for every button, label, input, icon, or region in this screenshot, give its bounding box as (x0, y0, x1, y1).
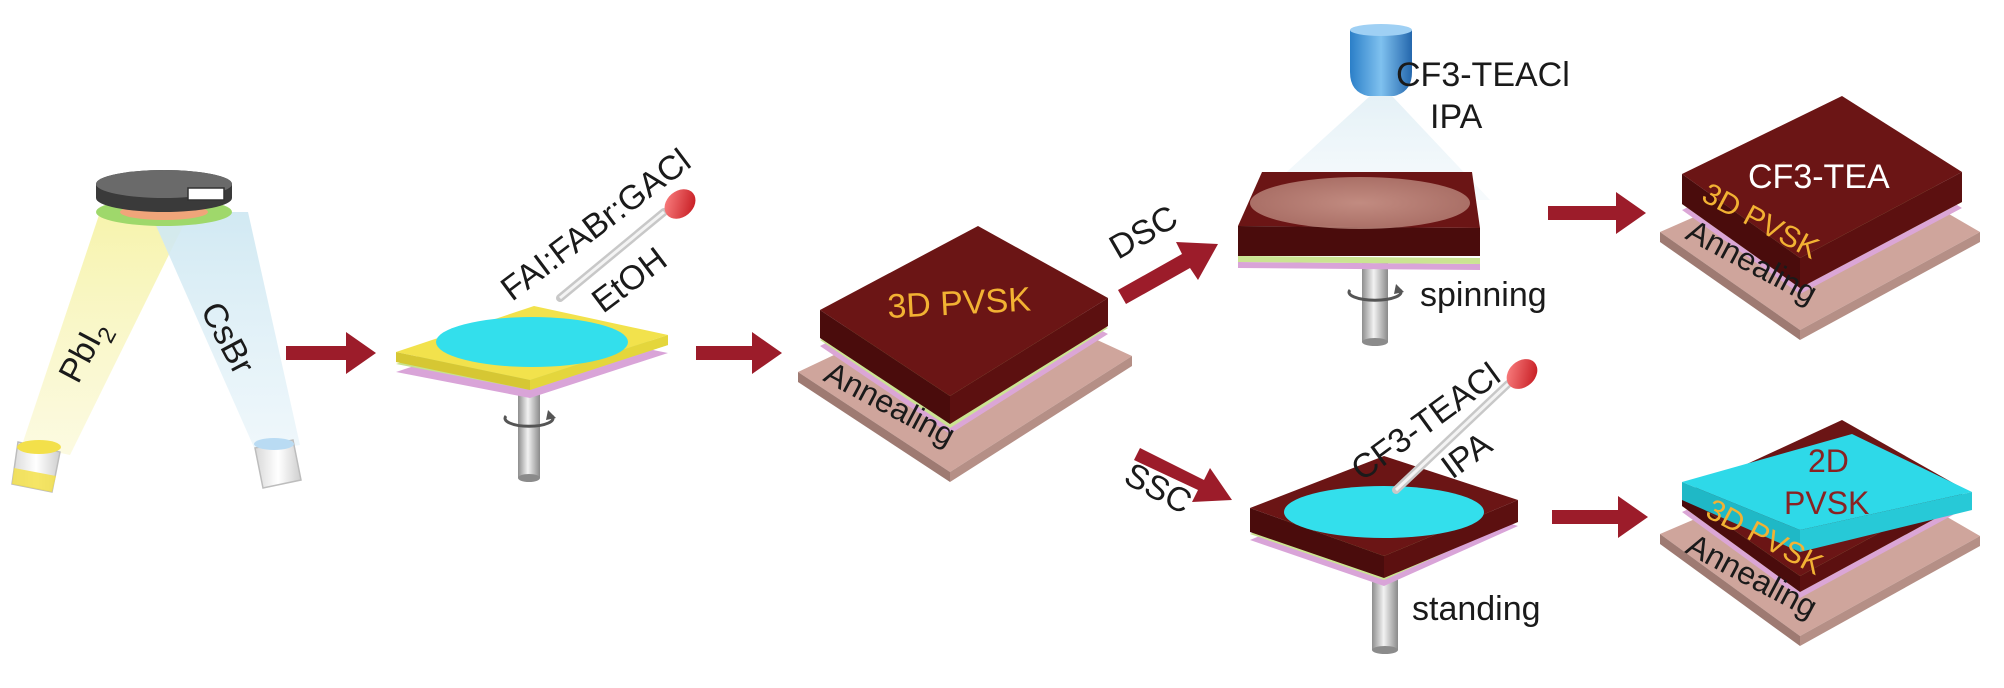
cf3-tea-label: CF3-TEA (1748, 158, 1890, 196)
pbi2-crucible-icon (11, 440, 61, 493)
dropped-film (1284, 486, 1484, 538)
spin-chuck-shaft (518, 390, 540, 478)
ssc-drop-standing-step: CF3-TEACl IPA standing (1250, 356, 1541, 654)
cf3-tea-layer-top (1682, 96, 1962, 258)
csbr-vapor-beam (150, 212, 300, 452)
rotation-arrow-icon (503, 415, 555, 428)
spray-solution-label: CF3-TEACl (1396, 56, 1570, 94)
annealed-3d-film-step: 3D PVSK Annealing (798, 226, 1132, 482)
spray-solvent-label: IPA (1430, 98, 1483, 136)
dsc-arrow (1118, 242, 1218, 304)
standing-label: standing (1412, 590, 1541, 628)
dsc-spray-spinning-step: CF3-TEACl IPA spinning (1238, 24, 1570, 346)
sprayed-film (1250, 177, 1470, 229)
process-arrow-4 (1552, 496, 1648, 538)
process-arrow-2 (696, 332, 782, 374)
csbr-crucible-icon (254, 438, 302, 489)
spin-chuck-shaft (1362, 262, 1388, 342)
pvsk-label: PVSK (1784, 485, 1869, 521)
process-arrow-3 (1548, 192, 1646, 234)
spinning-label: spinning (1420, 276, 1547, 314)
drop-solution-label: CF3-TEACl (1344, 356, 1507, 489)
result-cf3-tea-stack: CF3-TEA 3D PVSK Annealing (1660, 96, 1980, 340)
standing-chuck-shaft (1372, 574, 1398, 650)
pipette-icon (1392, 359, 1538, 494)
2d-label: 2D (1808, 443, 1849, 479)
3d-pvsk-layer-top (820, 226, 1108, 396)
dsc-label: DSC (1103, 198, 1184, 267)
2d-pvsk-layer-top (1682, 434, 1972, 530)
spin-coating-step: FAI:FABr:GACl EtOH (396, 142, 698, 482)
ssc-arrow (1134, 448, 1232, 502)
pbi2-vapor-beam (22, 212, 190, 455)
spray-nozzle-icon (1350, 24, 1412, 96)
pipette-icon (556, 189, 696, 302)
substrate-holder-icon (96, 170, 232, 226)
precursor-droplet-film (436, 317, 628, 367)
process-arrow-1 (286, 332, 376, 374)
precursor-solvent-label: EtOH (585, 240, 674, 320)
3d-pvsk-label: 3D PVSK (886, 281, 1032, 326)
rotation-arrow-icon (1347, 288, 1403, 302)
evaporation-step: PbI2 CsBr (11, 170, 302, 493)
result-2d-pvsk-stack: 2D PVSK 3D PVSK Annealing (1660, 420, 1980, 646)
